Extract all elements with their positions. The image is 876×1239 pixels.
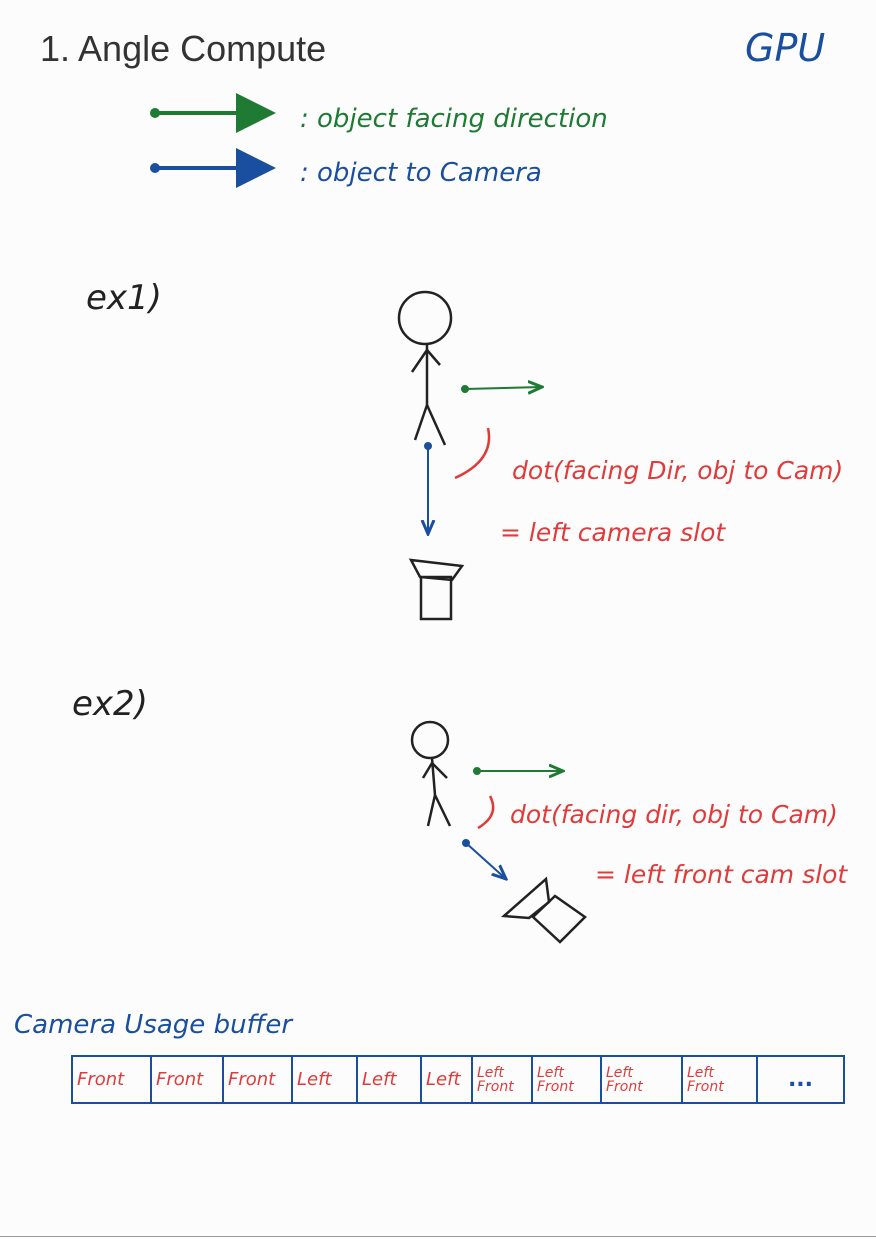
legend-to-camera-label: : object to Camera: [300, 158, 542, 188]
ex2-camera-icon: [500, 876, 587, 944]
buffer-cell-text: ...: [787, 1066, 814, 1092]
ex1-camera-icon: [408, 558, 465, 621]
example-1-label: ex1): [86, 278, 162, 318]
buffer-cell-ellipsis: ...: [758, 1057, 843, 1102]
buffer-cell: Front: [224, 1057, 293, 1102]
ex1-stick-figure: [397, 290, 453, 446]
buffer-cell-text: Left: [606, 1064, 633, 1081]
example-1-formula: dot(facing Dir, obj to Cam): [512, 456, 844, 485]
buffer-cell: Front: [152, 1057, 224, 1102]
buffer-cell-text: Left: [297, 1068, 332, 1090]
legend-blue-arrow: [150, 148, 276, 188]
buffer-cell-text: Left: [477, 1064, 504, 1081]
buffer-cell: Left: [293, 1057, 358, 1102]
buffer-cell-text: Front: [156, 1068, 204, 1090]
buffer-cell-text: Left: [687, 1064, 714, 1081]
buffer-cell-subtext: Front: [477, 1078, 514, 1095]
buffer-cell-text: Front: [228, 1068, 276, 1090]
ex2-stick-figure: [410, 720, 452, 827]
buffer-cell-subtext: Front: [687, 1078, 724, 1095]
page-title: 1. Angle Compute: [40, 28, 327, 69]
ex2-facing-arrow: [473, 767, 563, 775]
bottom-divider: [0, 1236, 876, 1237]
ex1-angle-arc: [454, 427, 491, 480]
example-1-result: = left camera slot: [500, 518, 726, 547]
buffer-cell-subtext: Front: [606, 1078, 643, 1095]
buffer-cell-text: Left: [362, 1068, 397, 1090]
ex1-to-camera-arrow: [424, 442, 432, 534]
buffer-cell-text: Left: [537, 1064, 564, 1081]
legend-facing-label: : object facing direction: [300, 104, 608, 134]
gpu-label: GPU: [745, 26, 826, 70]
ex2-to-camera-arrow: [462, 839, 506, 879]
buffer-cell-subtext: Front: [537, 1078, 574, 1095]
example-2-formula: dot(facing dir, obj to Cam): [510, 800, 838, 829]
example-2-result: = left front cam slot: [595, 860, 848, 889]
buffer-cell-text: Front: [77, 1068, 125, 1090]
ex1-facing-arrow: [461, 385, 542, 393]
buffer-cell: Left: [422, 1057, 473, 1102]
ex2-angle-arc: [477, 795, 495, 830]
buffer-cell: Left: [358, 1057, 422, 1102]
buffer-cell-text: Left: [426, 1068, 461, 1090]
legend-green-arrow: [150, 93, 276, 133]
example-2-label: ex2): [72, 684, 148, 724]
buffer-label: Camera Usage buffer: [14, 1010, 293, 1040]
buffer-cell: Front: [73, 1057, 152, 1102]
